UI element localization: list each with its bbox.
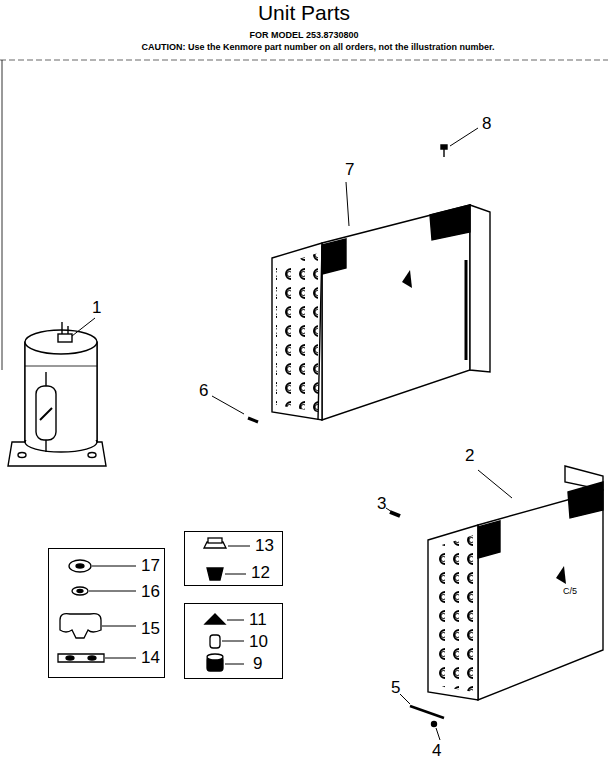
hardware-drawings (58, 538, 250, 671)
model-line: FOR MODEL 253.8730800 (250, 30, 359, 40)
callout-number: 12 (251, 563, 270, 583)
caution-note: CAUTION: Use the Kenmore part number on … (141, 42, 494, 52)
condenser-coil-drawing (212, 128, 490, 425)
callout-number: 11 (249, 610, 267, 630)
callout-number: 13 (255, 536, 274, 556)
callout-number: 5 (391, 678, 400, 698)
callout-number: 9 (253, 654, 262, 674)
callout-number: 14 (141, 648, 160, 668)
parts-group-box: 1312 (184, 531, 283, 586)
callout-number: 6 (199, 381, 208, 401)
parts-group-box: 11109 (184, 603, 283, 679)
callout-number: 3 (377, 494, 386, 514)
compressor-drawing (8, 318, 106, 466)
callout-number: 7 (345, 160, 354, 180)
page-code: C/5 (563, 586, 577, 596)
page-title: Unit Parts (258, 1, 350, 25)
callout-number: 16 (141, 582, 160, 602)
callout-number: 15 (141, 619, 160, 639)
callout-number: 4 (432, 741, 441, 761)
callout-number: 10 (249, 632, 268, 652)
evaporator-coil-drawing (386, 466, 603, 740)
callout-number: 2 (465, 446, 474, 466)
callout-number: 8 (482, 114, 491, 134)
callout-number: 17 (141, 556, 160, 576)
callout-number: 1 (92, 298, 101, 318)
parts-group-box: 17 16 15 14 (48, 548, 165, 678)
